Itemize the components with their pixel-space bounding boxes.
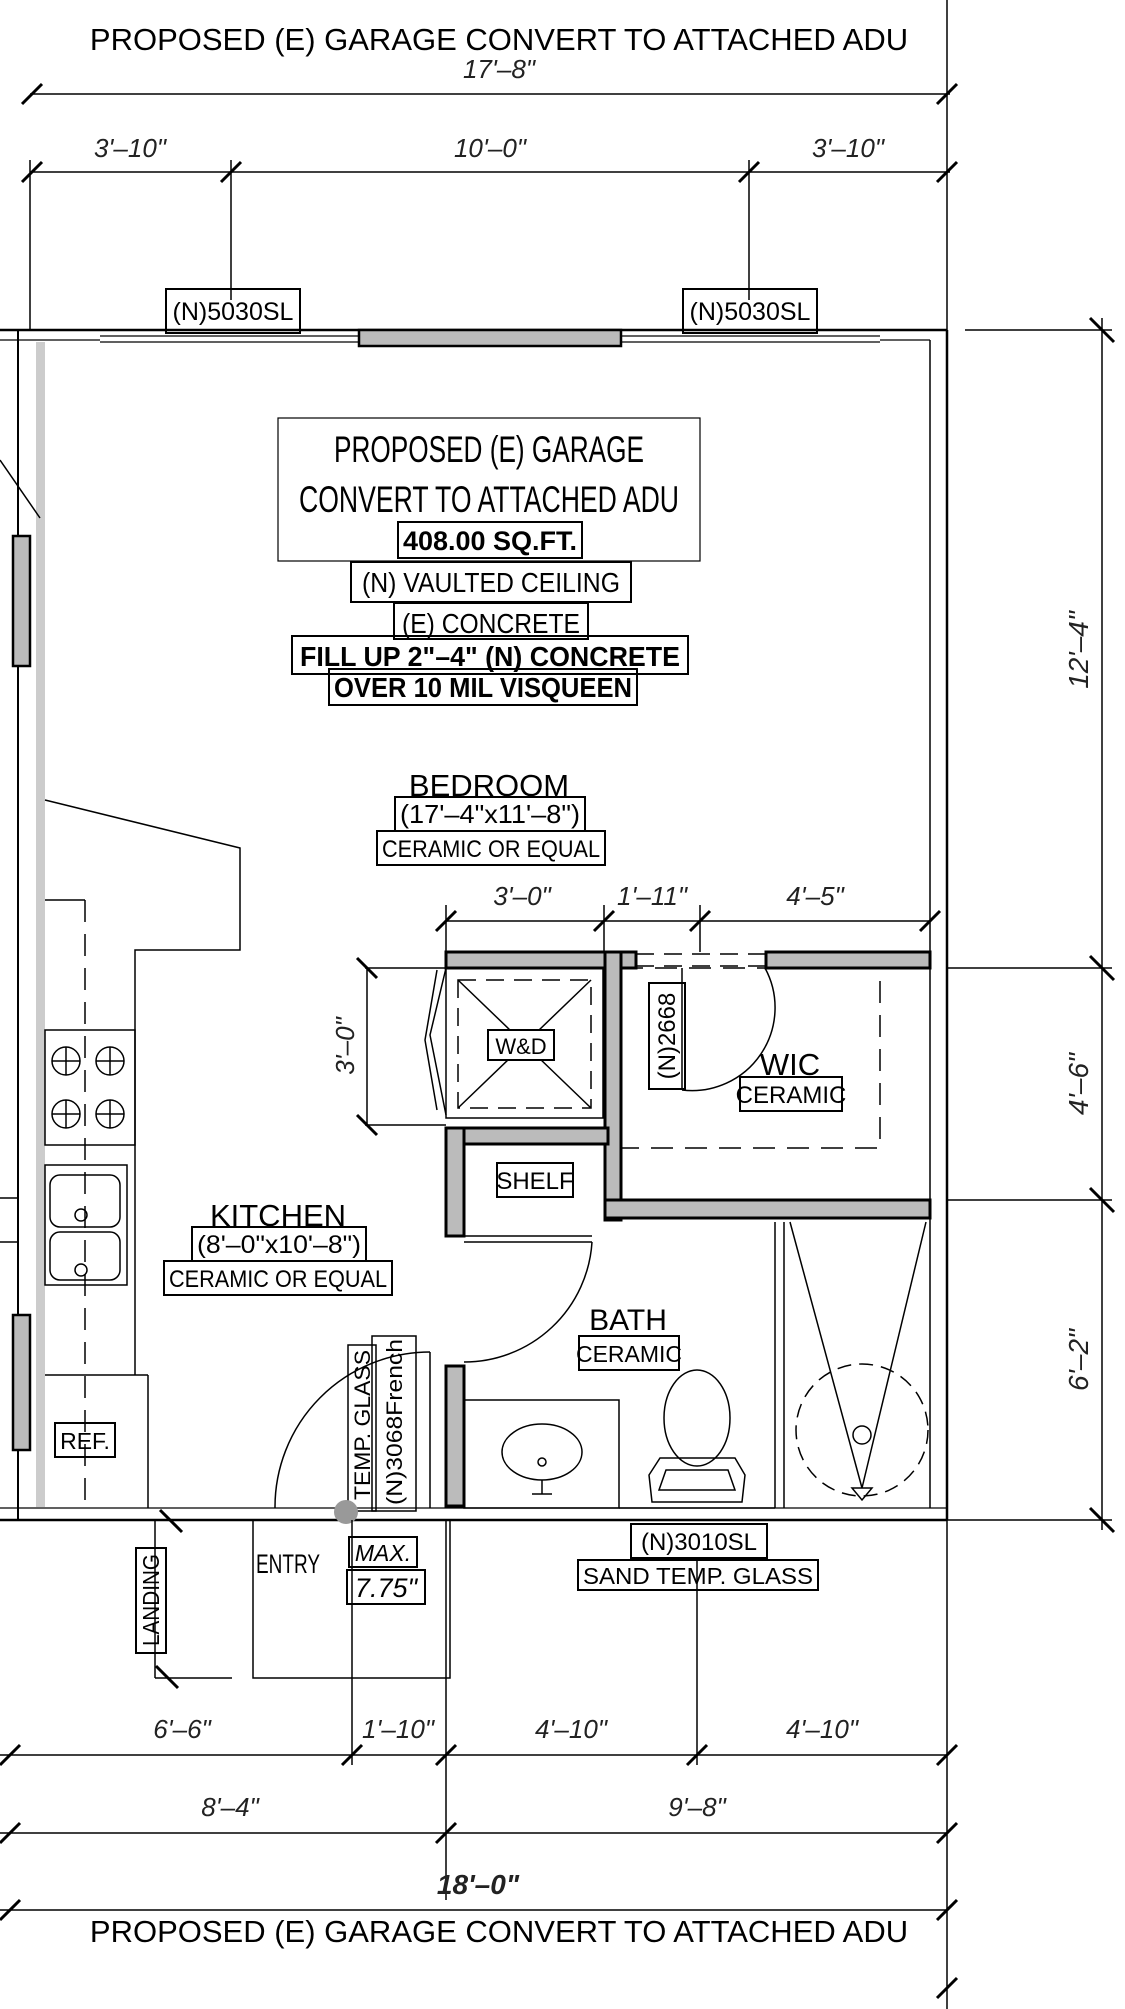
wic-door-tag: (N)2668 bbox=[654, 993, 681, 1080]
entry-label: ENTRY bbox=[256, 1549, 320, 1579]
wd-label: W&D bbox=[495, 1034, 546, 1059]
note-ceiling: (N) VAULTED CEILING bbox=[362, 567, 620, 598]
kitchen-size: (8'–0"x10'–8") bbox=[197, 1231, 361, 1259]
top-windows bbox=[100, 328, 880, 348]
toilet-icon bbox=[648, 1369, 746, 1503]
note-concrete: (E) CONCRETE bbox=[402, 608, 580, 639]
max-label-2: 7.75" bbox=[355, 1573, 419, 1603]
left-column-upper bbox=[11, 534, 32, 668]
note-title-line2: CONVERT TO ATTACHED ADU bbox=[299, 479, 679, 520]
bath-window-note: SAND TEMP. GLASS bbox=[583, 1563, 813, 1589]
dim-closet-2: 1'–11" bbox=[617, 881, 689, 911]
entry-door-tag: (N)3068French bbox=[382, 1339, 407, 1505]
shower-icon bbox=[774, 1221, 929, 1508]
bedroom-floor: CERAMIC OR EQUAL bbox=[382, 836, 600, 863]
bath-window-tag: (N)3010SL bbox=[641, 1529, 757, 1556]
ref-label: REF. bbox=[60, 1428, 110, 1454]
dim-top-mid: 10'–0" bbox=[454, 133, 528, 163]
dim-closet-1: 3'–0" bbox=[493, 881, 552, 911]
shelf-label: SHELF bbox=[496, 1168, 573, 1195]
dim-right-2: 4'–6" bbox=[1063, 1052, 1094, 1115]
note-title-line1: PROPOSED (E) GARAGE bbox=[334, 429, 644, 470]
dim-right-3: 6'–2" bbox=[1063, 1328, 1094, 1391]
vanity-sink-icon bbox=[463, 1399, 620, 1509]
left-wall-stripe bbox=[36, 342, 45, 1507]
dim-bottom-1: 6'–6" bbox=[153, 1714, 212, 1744]
plan-title-top: PROPOSED (E) GARAGE CONVERT TO ATTACHED … bbox=[90, 22, 908, 57]
stove-icon bbox=[51, 1046, 125, 1129]
dim-top-left: 3'–10" bbox=[94, 133, 168, 163]
bottom-dimension-lines bbox=[0, 1520, 959, 2009]
dim-bottom-5: 8'–4" bbox=[201, 1792, 260, 1822]
kitchen-floor: CERAMIC OR EQUAL bbox=[169, 1266, 387, 1293]
bath-floor: CERAMIC bbox=[576, 1341, 682, 1367]
dim-bottom-6: 9'–8" bbox=[668, 1792, 727, 1822]
window-tag-left: (N)5030SL bbox=[173, 298, 294, 326]
wic-floor: CERAMIC bbox=[736, 1082, 847, 1109]
bath-label: BATH bbox=[589, 1304, 667, 1337]
left-column-lower bbox=[11, 1313, 32, 1452]
dim-right-1: 12'–4" bbox=[1063, 610, 1094, 689]
dim-bottom-2: 1'–10" bbox=[362, 1714, 436, 1744]
closet-dim-lines bbox=[355, 905, 942, 1137]
right-dimension-lines bbox=[947, 316, 1116, 1534]
dim-top-right: 3'–10" bbox=[812, 133, 886, 163]
dim-closet-3: 4'–5" bbox=[786, 881, 845, 911]
interior-walls bbox=[444, 950, 932, 1508]
bath-door-swing bbox=[463, 1241, 593, 1363]
dim-bottom-3: 4'–10" bbox=[535, 1714, 609, 1744]
note-area: 408.00 SQ.FT. bbox=[403, 526, 577, 556]
plan-title-bottom: PROPOSED (E) GARAGE CONVERT TO ATTACHED … bbox=[90, 1914, 908, 1949]
left-arrow-line bbox=[0, 459, 41, 519]
dim-top-overall: 17'–8" bbox=[463, 54, 537, 84]
temp-glass-tag: TEMP. GLASS bbox=[350, 1350, 375, 1500]
note-fill-2: OVER 10 MIL VISQUEEN bbox=[334, 672, 632, 703]
dim-wd-depth: 3'–0" bbox=[330, 1015, 360, 1074]
note-fill-1: FILL UP 2"–4" (N) CONCRETE bbox=[300, 641, 680, 672]
window-tag-left-box bbox=[165, 288, 301, 334]
bedroom-size: (17'–4"x11'–8") bbox=[400, 799, 580, 829]
entry-door bbox=[274, 1335, 431, 1524]
max-label-1: MAX. bbox=[355, 1540, 411, 1566]
kitchen-counters bbox=[44, 799, 241, 1508]
window-tag-right-box bbox=[682, 288, 818, 334]
dim-bottom-4: 4'–10" bbox=[786, 1714, 860, 1744]
window-tag-right: (N)5030SL bbox=[690, 298, 811, 326]
wic-outline bbox=[621, 953, 881, 1149]
landing-label: LANDING bbox=[138, 1554, 164, 1646]
kitchen-sink-icon bbox=[49, 1174, 121, 1281]
top-dimension-lines bbox=[20, 0, 959, 330]
dim-bottom-overall: 18'–0" bbox=[437, 1869, 520, 1900]
